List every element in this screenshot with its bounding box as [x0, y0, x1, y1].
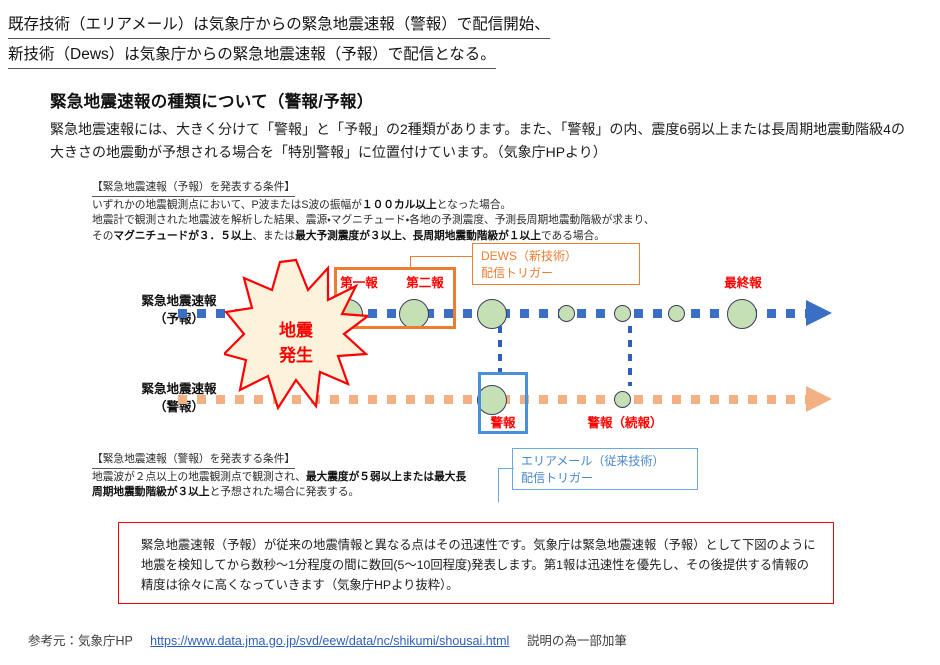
burst-line1: 地震: [279, 321, 313, 340]
footer-source-label: 参考元：気象庁HP: [28, 634, 133, 648]
areamail-leader-vertical: [498, 468, 500, 502]
fc-l1c: となった場合。: [436, 198, 512, 211]
forecast-conditions-block: 【緊急地震速報（予報）を発表する条件】 いずれかの地震観測点において、P波または…: [92, 180, 832, 244]
warning-timeline-arrow: [806, 386, 832, 412]
forecast-conditions-line-1: いずれかの地震観測点において、P波またはS波の振幅が１００カル以上となった場合。: [92, 198, 832, 214]
earthquake-burst-label: 地震 発生: [246, 318, 346, 368]
row-label-warning-line1: 緊急地震速報: [141, 382, 217, 396]
warning-conditions-line-1: 地震波が２点以上の地震観測点で観測され、最大震度が５弱以上または最大長: [92, 470, 562, 486]
row-label-warning: 緊急地震速報 （警報）: [124, 380, 234, 416]
forecast-conditions-line-2: 地震計で観測された地震波を解析した結果、震源・マグニチュード・各地の予測震度、予…: [92, 214, 655, 226]
callout-dews-line2: 配信トリガー: [481, 266, 554, 280]
footer: 参考元：気象庁HP https://www.data.jma.go.jp/svd…: [28, 630, 627, 649]
header-banner: 既存技術（エリアメール）は気象庁からの緊急地震速報（警報）で配信開始、 新技術（…: [8, 12, 798, 72]
forecast-node-6: [667, 305, 685, 322]
dews-leader-vertical: [410, 256, 412, 268]
forecast-node-7: [727, 298, 757, 329]
warning-conditions-line-2: 周期地震動階級が３以上と予想された場合に発表する。: [92, 485, 562, 501]
warning-conditions-block: 【緊急地震速報（警報）を発表する条件】 地震波が２点以上の地震観測点で観測され、…: [92, 452, 562, 501]
label-warning-followup: 警報（続報）: [587, 416, 663, 430]
wc-l1b: 最大震度が５弱以上または最大長: [305, 470, 467, 483]
fc-l1b: １００カル以上: [361, 198, 437, 211]
fc-l3e: である場合。: [540, 229, 605, 242]
callout-areamail-line2: 配信トリガー: [521, 471, 594, 485]
fc-l3a: その: [92, 229, 114, 242]
label-final-report: 最終報: [724, 276, 762, 290]
fc-l1a: いずれかの地震観測点において、P波またはS波の振幅が: [92, 198, 362, 211]
forecast-timeline-arrow: [806, 300, 832, 326]
connector-warning-followup: [628, 326, 632, 386]
callout-areamail-trigger: エリアメール（従来技術） 配信トリガー: [512, 448, 698, 490]
forecast-conditions-line-3: そのマグニチュードが３．５以上、または最大予測震度が３以上、長周期地震動階級が１…: [92, 229, 832, 245]
page-title: 緊急地震速報の種類について（警報/予報）: [50, 93, 374, 111]
footer-note: 説明の為一部加筆: [526, 634, 627, 648]
summary-text: 緊急地震速報（予報）が従来の地震情報と異なる点はその迅速性です。気象庁は緊急地震…: [141, 538, 816, 592]
forecast-node-4: [557, 305, 575, 322]
fc-l3b: マグニチュードが３．５以上: [113, 229, 253, 242]
callout-dews-trigger: DEWS（新技術） 配信トリガー: [472, 243, 640, 285]
areamail-leader-horizontal: [498, 468, 514, 470]
forecast-conditions-heading: 【緊急地震速報（予報）を発表する条件】: [92, 180, 296, 197]
row-label-forecast-line1: 緊急地震速報: [141, 294, 217, 308]
summary-callout-box: 緊急地震速報（予報）が従来の地震情報と異なる点はその迅速性です。気象庁は緊急地震…: [118, 522, 834, 604]
footer-source-link[interactable]: https://www.data.jma.go.jp/svd/eew/data/…: [150, 634, 510, 648]
section-lead-text: 緊急地震速報には、大きく分けて「警報」と「予報」の2種類があります。また、「警報…: [50, 121, 905, 160]
label-second-report: 第二報: [406, 276, 444, 290]
wc-l2a: 周期地震動階級が３以上: [92, 486, 210, 498]
callout-areamail-line1: エリアメール（従来技術）: [521, 454, 665, 468]
warning-node-1: [477, 384, 507, 415]
forecast-node-5: [613, 305, 631, 322]
fc-l3d: 最大予測震度が３以上、長周期地震動階級が１以上: [295, 229, 541, 242]
highlight-box-warning: [478, 372, 528, 434]
wc-l2b: と予想された場合に発表する。: [209, 486, 360, 498]
header-line-2: 新技術（Dews）は気象庁からの緊急地震速報（予報）で配信となる。: [8, 42, 496, 69]
earthquake-burst-icon: [224, 258, 368, 410]
fc-l3c: 、または: [252, 229, 296, 242]
connector-warning-main: [498, 326, 502, 374]
wc-l1a: 地震波が２点以上の地震観測点で観測され、: [92, 470, 306, 483]
header-line-1: 既存技術（エリアメール）は気象庁からの緊急地震速報（警報）で配信開始、: [8, 12, 550, 39]
forecast-node-3: [477, 298, 507, 329]
dews-leader-horizontal: [410, 256, 472, 258]
warning-node-2: [613, 391, 631, 408]
callout-dews-line1: DEWS（新技術）: [481, 249, 578, 263]
burst-line2: 発生: [279, 346, 313, 365]
label-first-report: 第一報: [340, 276, 378, 290]
label-warning: 警報: [490, 416, 516, 430]
warning-conditions-heading: 【緊急地震速報（警報）を発表する条件】: [92, 452, 296, 469]
